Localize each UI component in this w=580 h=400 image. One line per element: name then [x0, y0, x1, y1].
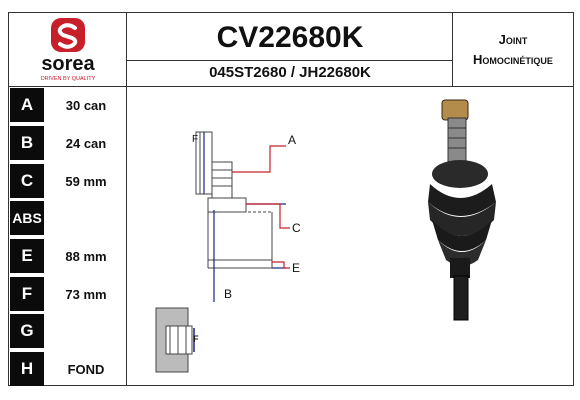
brand-logo: sorea DRIVEN BY QUALITY	[10, 14, 126, 84]
diagram-label-e: E	[292, 261, 300, 275]
spec-label-g: G	[10, 314, 44, 348]
spec-value-h: FOND	[67, 361, 105, 377]
spec-value-f: 73 mm	[65, 286, 107, 302]
part-code: CV22680K	[216, 21, 364, 54]
divider	[452, 12, 453, 86]
divider	[126, 60, 452, 61]
spec-label-b: B	[10, 126, 44, 160]
spec-label-c: C	[10, 164, 44, 198]
svg-text:F: F	[193, 334, 199, 344]
spec-label-h: H	[10, 352, 44, 386]
spec-label-e: E	[10, 239, 44, 273]
part-type: Joint Homocinétique	[452, 30, 574, 70]
spec-value-e: 88 mm	[65, 248, 107, 264]
diagram-label-b: B	[224, 287, 232, 301]
cv-joint-illustration	[428, 99, 496, 321]
divider	[8, 86, 574, 87]
spec-value-abs	[46, 201, 126, 235]
spec-value-a: 30 can	[65, 97, 107, 113]
document-frame	[8, 12, 574, 386]
brand-name: sorea	[41, 53, 95, 75]
divider	[126, 12, 127, 386]
brand-tagline: DRIVEN BY QUALITY	[41, 76, 96, 82]
part-references: 045ST2680 / JH22680K	[209, 64, 371, 81]
diagram-label-c: C	[292, 221, 301, 235]
spec-value-b: 24 can	[65, 135, 107, 151]
diagram-label-a: A	[288, 133, 296, 147]
part-type-line1: Joint	[498, 32, 528, 47]
spec-value-c: 59 mm	[65, 173, 107, 189]
spec-label-abs: ABS	[10, 201, 44, 235]
diagram-label-f: F	[192, 134, 198, 145]
spec-value-g	[46, 314, 126, 348]
part-type-line2: Homocinétique	[473, 52, 553, 67]
cross-section-diagram: F	[155, 307, 199, 373]
spec-label-f: F	[10, 277, 44, 311]
dimension-diagram: A C E B F F	[155, 131, 301, 373]
spec-label-a: A	[10, 88, 44, 122]
